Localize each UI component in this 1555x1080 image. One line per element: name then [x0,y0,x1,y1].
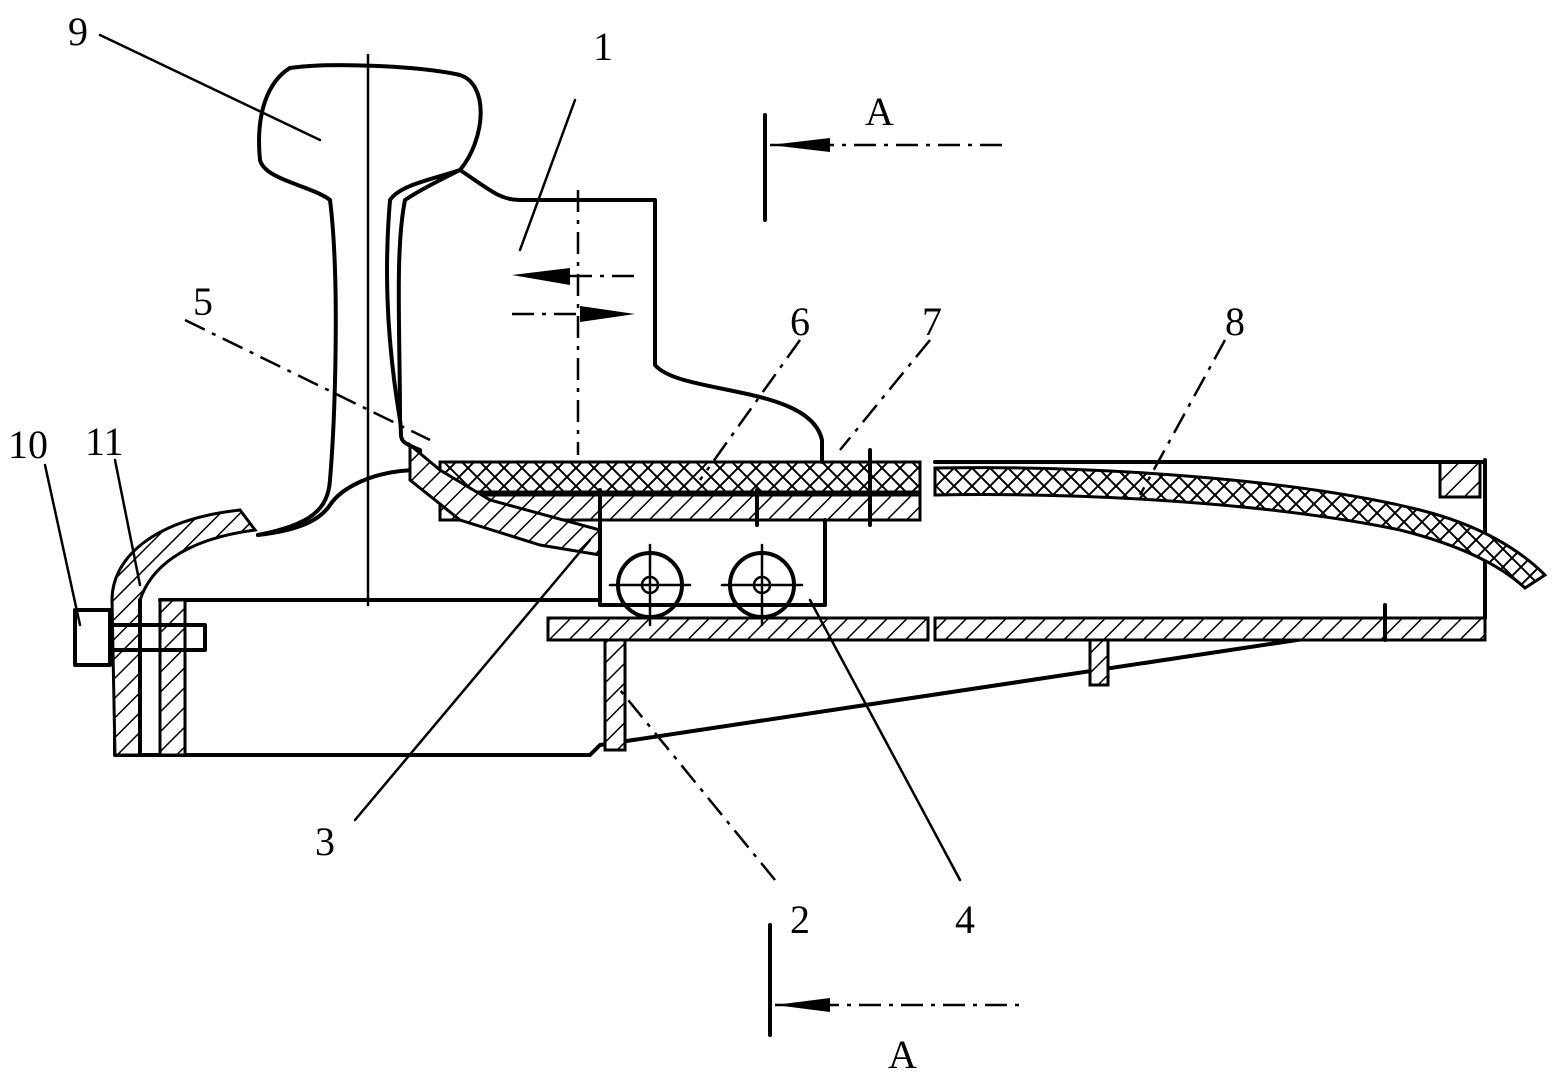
label-9: 9 [68,9,88,54]
roller-wheel-left [608,543,692,627]
label-6: 6 [790,299,810,344]
label-section-bottom: A [888,1032,917,1077]
label-5: 5 [193,279,213,324]
label-2: 2 [790,897,810,942]
label-10: 10 [8,422,48,467]
label-7: 7 [922,299,942,344]
wheel-block [396,168,824,464]
label-8: 8 [1225,299,1245,344]
left-clamp [73,508,258,757]
label-4: 4 [955,897,975,942]
frame [113,441,1548,757]
label-3: 3 [315,819,335,864]
label-section-top: A [865,89,894,134]
section-marker-bottom [768,923,1025,1037]
label-11: 11 [85,419,124,464]
label-1: 1 [593,24,613,69]
leader-lines [43,33,1227,882]
rail-profile [256,53,483,607]
direction-arrows [512,190,635,455]
section-marker-top [763,113,1010,222]
roller-wheel-right [720,543,804,627]
